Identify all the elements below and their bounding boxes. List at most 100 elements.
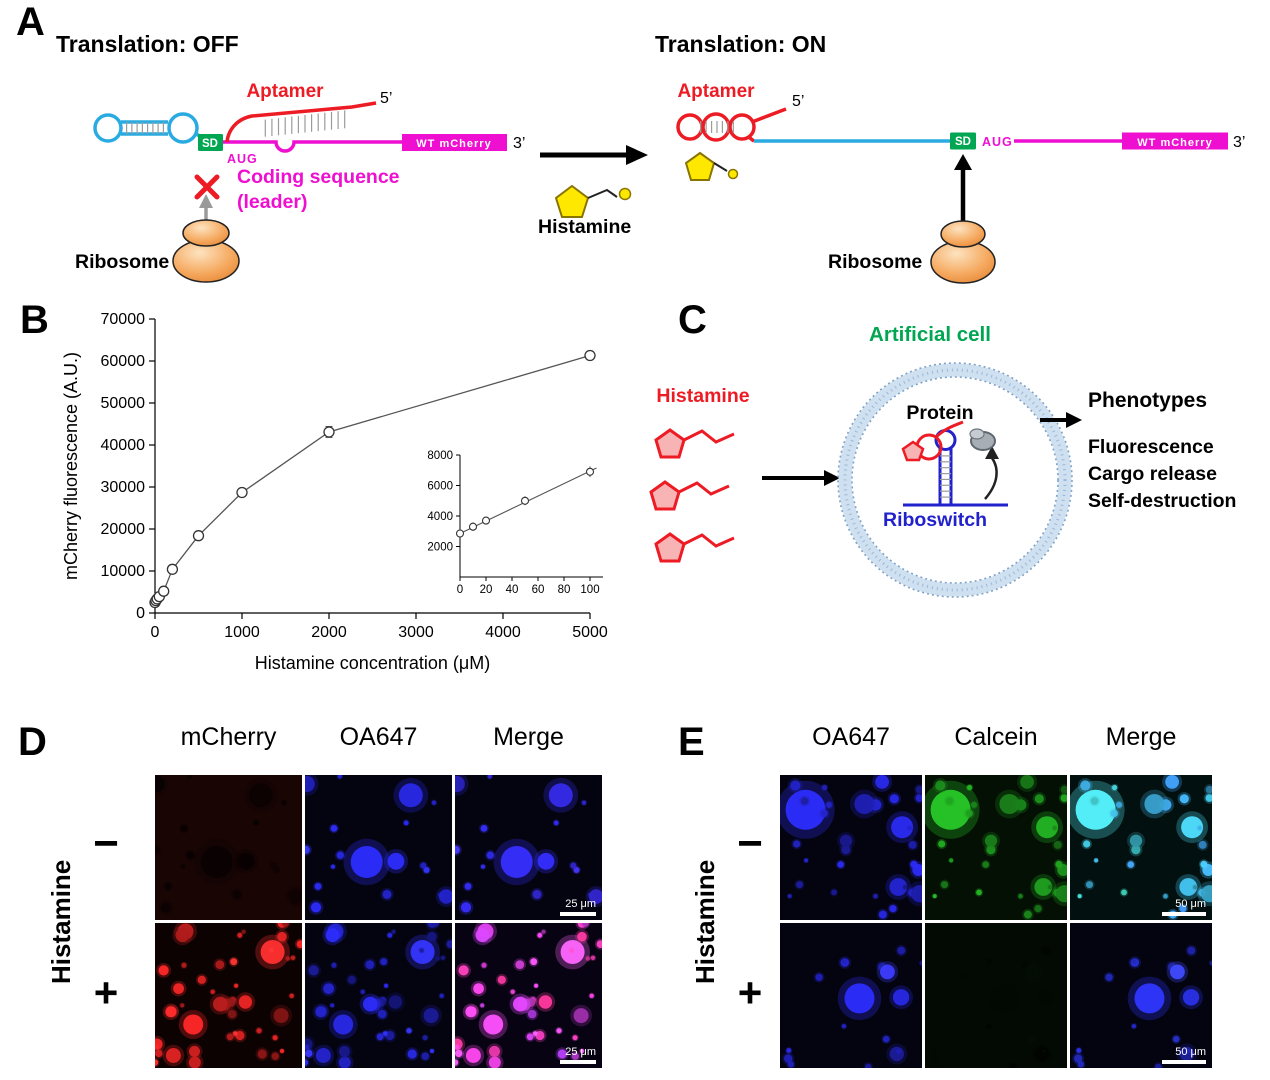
panelE-image-minus-oa647 bbox=[780, 775, 922, 920]
ribosome-small-subunit bbox=[182, 219, 230, 247]
aptamer-label: Aptamer bbox=[246, 81, 324, 102]
aptamer-strand bbox=[225, 101, 377, 143]
microscopy-image bbox=[155, 775, 302, 920]
translation-off-title: Translation: OFF bbox=[56, 31, 239, 57]
microscopy-image bbox=[455, 775, 602, 920]
phenotype-self-destruction: Self-destruction bbox=[1088, 490, 1236, 512]
three-prime-label: 3’ bbox=[513, 135, 525, 152]
entry-arrow bbox=[762, 470, 840, 486]
phenotype-fluorescence: Fluorescence bbox=[1088, 436, 1214, 458]
aug-label: AUG bbox=[982, 135, 1013, 149]
panelD-image-minus-oa647 bbox=[305, 775, 452, 920]
panelE-col-calcein: Calcein bbox=[954, 723, 1038, 751]
cyan-loop-small bbox=[93, 113, 123, 143]
wt-mcherry-box bbox=[402, 134, 507, 151]
bound-histamine-icon bbox=[684, 151, 716, 181]
cell-membrane bbox=[837, 362, 1073, 598]
three-prime-label: 3’ bbox=[1233, 134, 1245, 151]
svg-text:0: 0 bbox=[151, 624, 160, 641]
sd-box bbox=[950, 132, 976, 150]
chart-series bbox=[149, 349, 596, 609]
panel-label-b: B bbox=[20, 298, 49, 342]
svg-text:1000: 1000 bbox=[224, 624, 260, 641]
wt-mcherry-label: WT mCherry bbox=[416, 138, 491, 150]
scale-bar-label: 50 μm bbox=[1175, 897, 1206, 910]
riboswitch-label: Riboswitch bbox=[883, 509, 987, 531]
leader-strand bbox=[222, 140, 402, 153]
svg-text:2000: 2000 bbox=[427, 542, 453, 554]
panelE-image-minus-merge: 50 μm bbox=[1070, 775, 1212, 920]
wt-mcherry-label: WT mCherry bbox=[1137, 137, 1212, 149]
ribosome-label: Ribosome bbox=[75, 251, 169, 273]
phenotype-cargo-release: Cargo release bbox=[1088, 463, 1217, 485]
off-state-rna: SD AUG WT mCherry Aptamer 5’ 3’ Coding s… bbox=[75, 81, 525, 283]
svg-text:10000: 10000 bbox=[101, 563, 146, 580]
svg-text:4000: 4000 bbox=[427, 511, 453, 523]
panelD-minus: − bbox=[93, 819, 119, 868]
chart-ylabel: mCherry fluorescence (A.U.) bbox=[61, 352, 81, 580]
svg-text:60000: 60000 bbox=[101, 353, 146, 370]
panelD-col-mcherry: mCherry bbox=[180, 723, 277, 751]
microscopy-image bbox=[780, 923, 922, 1068]
svg-text:8000: 8000 bbox=[427, 450, 453, 462]
translation-on-title: Translation: ON bbox=[655, 31, 827, 57]
sd-label: SD bbox=[202, 138, 218, 150]
panelE-image-plus-calcein bbox=[925, 923, 1067, 1068]
svg-text:50000: 50000 bbox=[101, 395, 146, 412]
transition-arrow: Histamine bbox=[538, 145, 648, 238]
scale-bar: 50 μm bbox=[1162, 898, 1206, 916]
panelE-row-axis: Histamine bbox=[690, 859, 720, 984]
microscopy-image bbox=[305, 923, 452, 1068]
panelD-image-minus-mcherry bbox=[155, 775, 302, 920]
microscopy-image bbox=[780, 775, 922, 920]
panel-label-a: A bbox=[16, 0, 45, 44]
panelE-image-plus-oa647 bbox=[780, 923, 922, 1068]
aptamer-folded bbox=[676, 113, 704, 141]
coding-seq-line2: (leader) bbox=[237, 191, 307, 213]
svg-text:80: 80 bbox=[558, 584, 571, 596]
panelD-image-plus-mcherry bbox=[155, 923, 302, 1068]
panelE-col-oa647: OA647 bbox=[812, 723, 890, 751]
panelD-col-oa647: OA647 bbox=[339, 723, 418, 751]
svg-text:3000: 3000 bbox=[398, 624, 434, 641]
scale-bar-label: 25 μm bbox=[565, 897, 596, 910]
svg-text:0: 0 bbox=[457, 584, 463, 596]
microscopy-image bbox=[305, 775, 452, 920]
scale-bar: 25 μm bbox=[560, 1046, 596, 1064]
panelD-row-axis: Histamine bbox=[46, 859, 76, 984]
svg-text:70000: 70000 bbox=[101, 311, 146, 328]
base-pair-rungs bbox=[125, 122, 164, 134]
panelD-image-plus-oa647 bbox=[305, 923, 452, 1068]
svg-text:20: 20 bbox=[480, 584, 493, 596]
bound-histamine-icon bbox=[901, 440, 925, 462]
histamine-label: Histamine bbox=[538, 216, 631, 238]
microscopy-image bbox=[1070, 775, 1212, 920]
histamine-molecules bbox=[649, 428, 735, 563]
svg-text:20000: 20000 bbox=[101, 521, 146, 538]
microscopy-image bbox=[925, 775, 1067, 920]
panelC-schematic: Artificial cell Histamine bbox=[649, 323, 1236, 598]
svg-text:40000: 40000 bbox=[101, 437, 146, 454]
histamine-molecule-icon bbox=[554, 184, 590, 218]
svg-text:2000: 2000 bbox=[311, 624, 347, 641]
aptamer-label: Aptamer bbox=[677, 81, 755, 102]
panelE-col-merge: Merge bbox=[1105, 723, 1177, 751]
panel-label-d: D bbox=[18, 720, 47, 764]
microscopy-image bbox=[1070, 923, 1212, 1068]
ribosome-label: Ribosome bbox=[828, 251, 922, 273]
scale-bar-label: 50 μm bbox=[1175, 1045, 1206, 1058]
svg-text:4000: 4000 bbox=[485, 624, 521, 641]
ribosome-small-subunit bbox=[940, 220, 986, 248]
aptamer-rungs bbox=[700, 121, 734, 133]
five-prime-label: 5’ bbox=[792, 93, 804, 110]
panelE-plus: + bbox=[737, 969, 763, 1016]
aptamer-leader-rungs bbox=[264, 110, 346, 137]
protein-label: Protein bbox=[906, 402, 973, 424]
on-state-rna: Aptamer 5’ SD AUG WT mCherry 3’ Ribosome bbox=[676, 81, 1245, 284]
microscopy-image bbox=[455, 923, 602, 1068]
scale-bar-label: 25 μm bbox=[565, 1045, 596, 1058]
